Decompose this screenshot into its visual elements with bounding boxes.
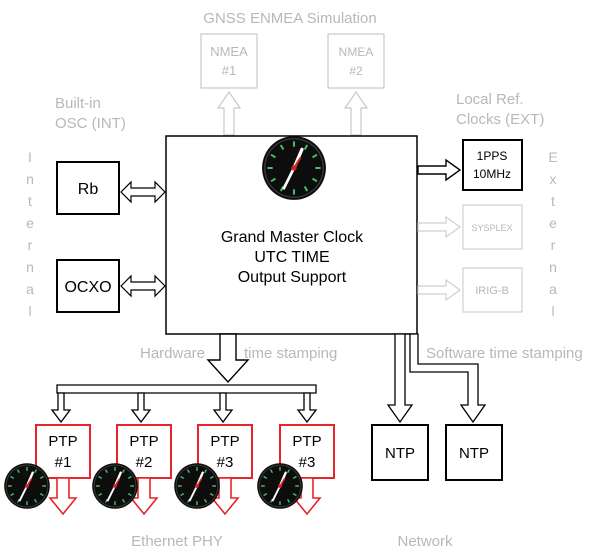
network-label: Network (397, 533, 453, 550)
internal-letter: n (26, 259, 34, 275)
external-letter: l (551, 303, 554, 319)
rb-label: Rb (78, 181, 99, 198)
clock-icon (260, 134, 328, 202)
clock-icon (3, 462, 51, 510)
internal-letter: l (28, 303, 31, 319)
nmea-2-line1: NMEA (339, 45, 374, 59)
sysplex-label: SYSPLEX (471, 223, 512, 233)
clock-icon (173, 462, 221, 510)
ocxo-double-arrow (120, 274, 166, 298)
ptp-3-line1: PTP (210, 433, 239, 450)
sysplex-box (462, 204, 523, 250)
master-line1: Grand Master Clock (221, 229, 364, 246)
irig-label: IRIG-B (475, 285, 509, 297)
internal-side-label: I n t e r n a l (26, 149, 34, 319)
pps-line1: 1PPS (477, 149, 508, 163)
ptp-4-line1: PTP (292, 433, 321, 450)
nmea-1-line2: #1 (222, 63, 236, 78)
ptp-1-line2: #1 (55, 454, 72, 471)
external-letter: t (551, 193, 555, 209)
rb-box (56, 161, 120, 215)
external-letter: a (549, 281, 557, 297)
nmea-1-line1: NMEA (210, 44, 248, 59)
external-letter: e (549, 215, 557, 231)
ntp-arrow-2 (409, 333, 487, 424)
internal-letter: I (28, 149, 32, 165)
ptp-2-line2: #2 (136, 454, 153, 471)
internal-heading-line1: Built-in (55, 95, 101, 112)
internal-letter: n (26, 171, 34, 187)
rb-double-arrow (120, 180, 166, 204)
external-heading-line2: Clocks (EXT) (456, 111, 544, 128)
ntp-1-label: NTP (385, 445, 415, 462)
ptp-2-line1: PTP (129, 433, 158, 450)
hardware-label: Hardware (140, 345, 205, 362)
external-heading-line1: Local Ref. (456, 91, 524, 108)
external-letter: E (548, 149, 557, 165)
internal-heading-line2: OSC (INT) (55, 115, 126, 132)
ntp-box-1 (371, 424, 429, 481)
ntp-arrow-1 (386, 333, 414, 424)
irig-box (462, 267, 523, 313)
internal-letter: t (28, 193, 32, 209)
pps-arrow (417, 158, 462, 182)
ptp-3-line2: #3 (217, 454, 234, 471)
ptp-bus (56, 384, 317, 394)
ptp-branch-arrow-2 (130, 392, 152, 424)
ptp-branch-arrow-1 (50, 392, 72, 424)
software-label: Software time stamping (426, 345, 583, 362)
nmea-arrow-1 (216, 90, 242, 136)
ethernet-label: Ethernet PHY (131, 533, 223, 550)
ntp-2-label: NTP (459, 445, 489, 462)
internal-letter: a (26, 281, 34, 297)
nmea-arrow-2 (343, 90, 369, 136)
ptp-out-arrow-1 (48, 477, 78, 516)
ptp-out-arrow-2 (129, 477, 159, 516)
master-line3: Output Support (238, 269, 347, 286)
hardware-down-arrow (206, 333, 250, 384)
ntp-box-2 (445, 424, 503, 481)
clock-icon (91, 462, 139, 510)
ptp-box-1 (35, 424, 91, 479)
external-letter: r (551, 237, 556, 253)
clock-icon (256, 462, 304, 510)
nmea-box-2 (327, 33, 385, 89)
external-side-label: E x t e r n a l (548, 149, 557, 319)
internal-letter: r (28, 237, 33, 253)
ocxo-box (56, 259, 120, 313)
ptp-branch-arrow-4 (296, 392, 318, 424)
nmea-2-line2: #2 (349, 64, 363, 78)
ptp-out-arrow-3 (210, 477, 240, 516)
pps-box (462, 139, 523, 191)
master-line2: UTC TIME (254, 249, 329, 266)
ptp-1-line1: PTP (48, 433, 77, 450)
ptp-branch-arrow-3 (212, 392, 234, 424)
ptp-4-line2: #3 (299, 454, 316, 471)
gnss-title: GNSS ENMEA Simulation (203, 10, 376, 27)
internal-letter: e (26, 215, 34, 231)
ocxo-label: OCXO (64, 279, 111, 296)
pps-line2: 10MHz (473, 167, 511, 181)
nmea-box-1 (200, 33, 258, 89)
irig-arrow (417, 278, 462, 302)
external-letter: n (549, 259, 557, 275)
external-letter: x (550, 171, 557, 187)
sysplex-arrow (417, 215, 462, 239)
time-stamping-label: time stamping (244, 345, 337, 362)
ptp-out-arrow-4 (292, 477, 322, 516)
